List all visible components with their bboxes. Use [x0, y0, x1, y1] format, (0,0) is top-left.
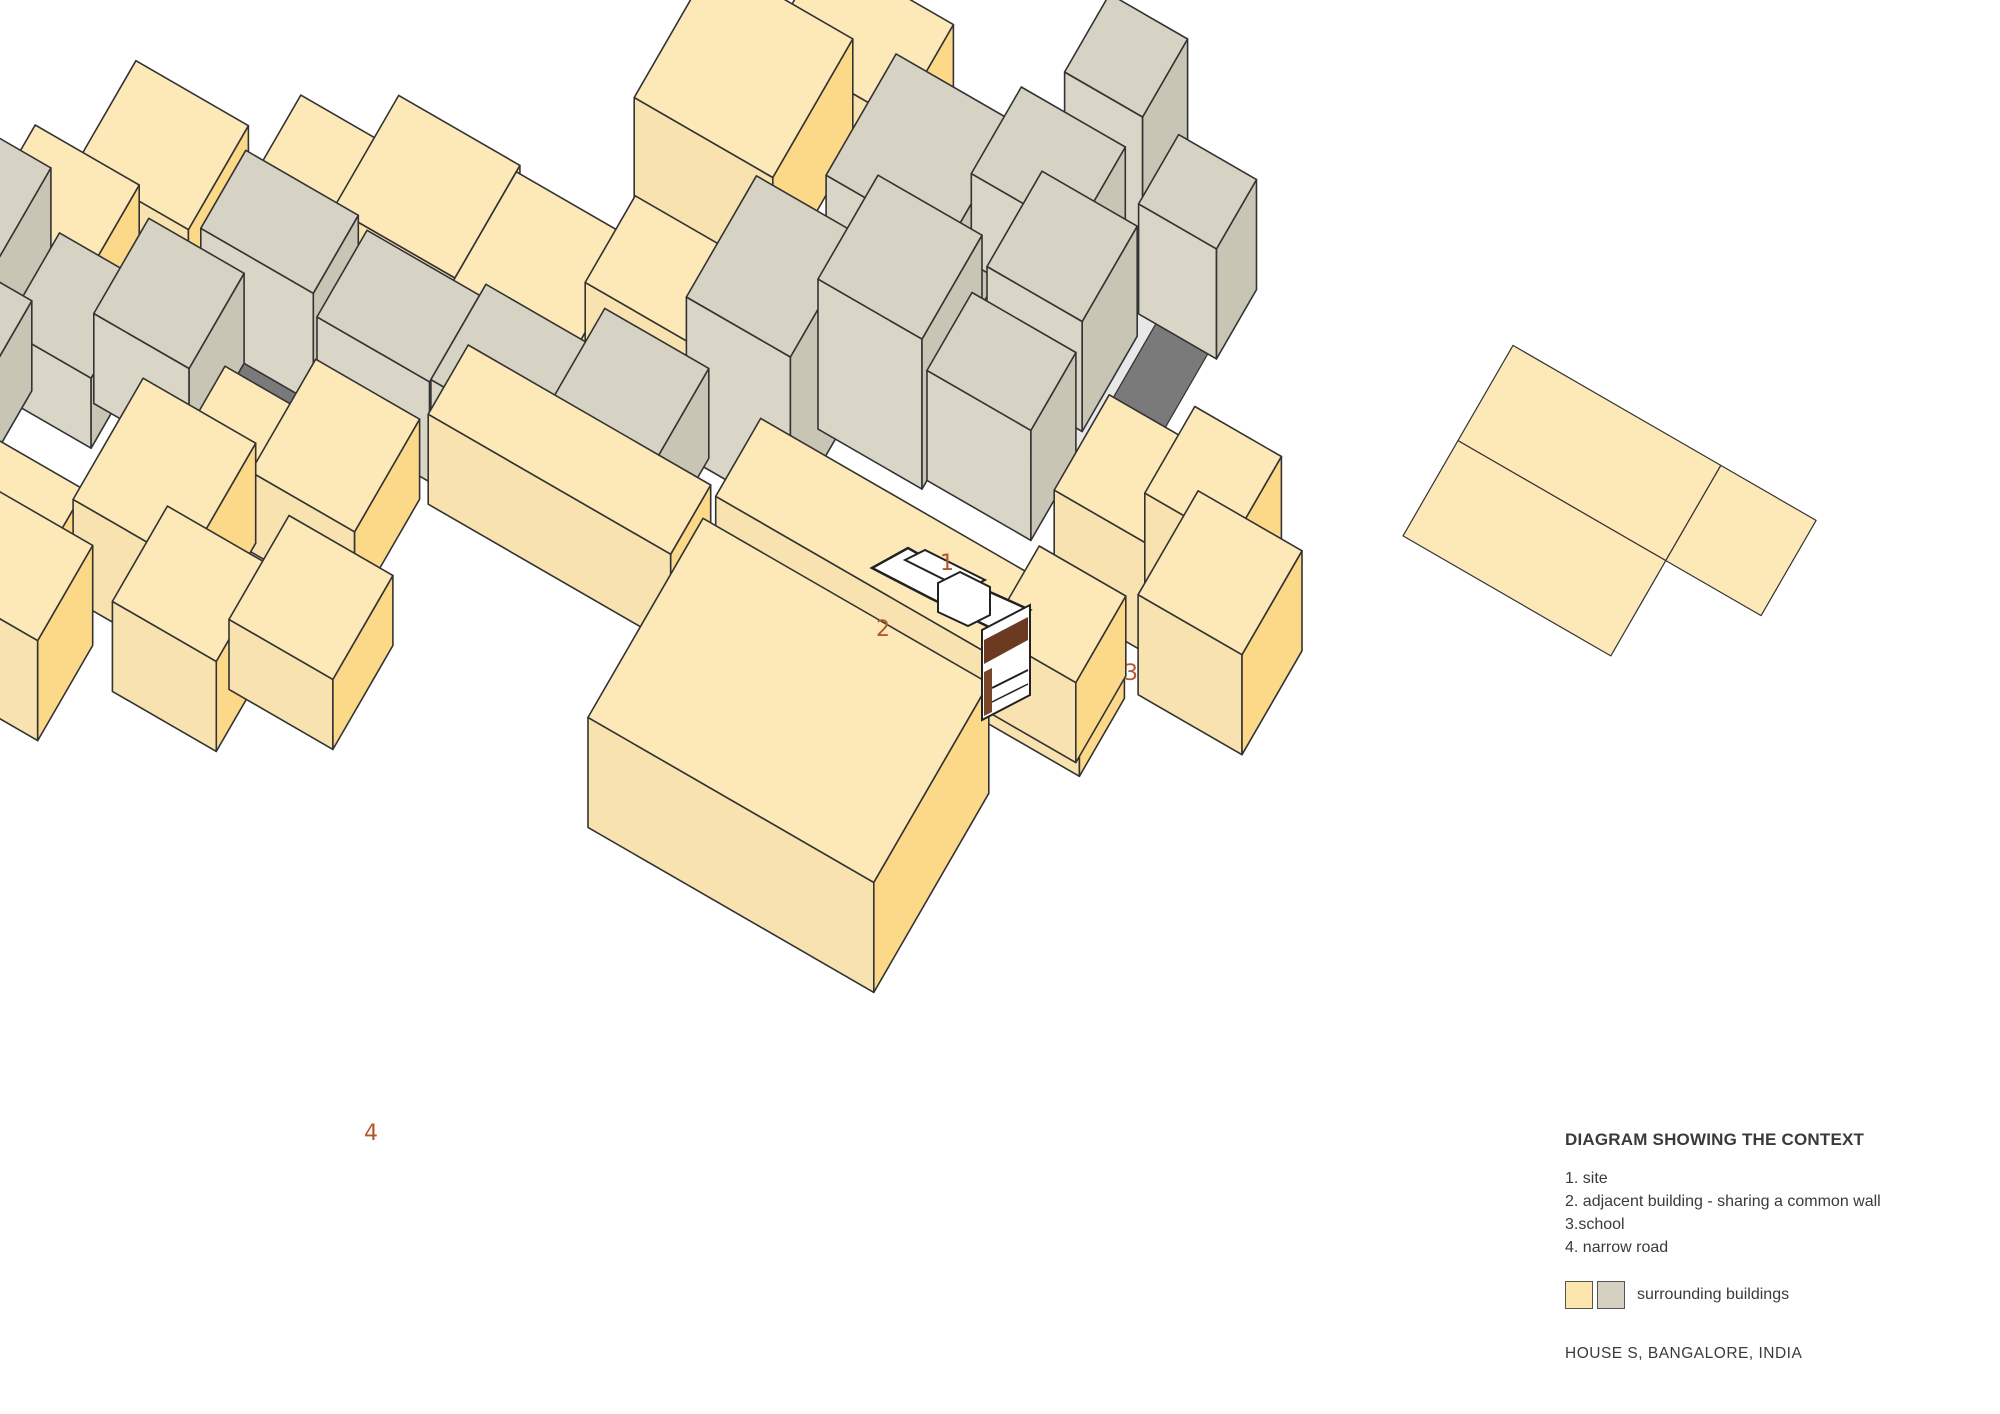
site-house — [869, 546, 1033, 722]
site-facade-wood — [984, 617, 1028, 664]
building-3-roof — [986, 170, 1138, 323]
building-5-roof — [633, 0, 854, 179]
credit-line: HOUSE S, BANGALORE, INDIA — [1565, 1345, 1803, 1362]
building-37 — [0, 490, 94, 742]
building-9-roof — [685, 175, 862, 358]
building-0-roof — [1063, 0, 1189, 118]
legend: DIAGRAM SHOWING THE CONTEXT 1. site 2. a… — [1565, 1130, 1995, 1363]
legend-item-road: 4. narrow road — [1565, 1239, 1669, 1256]
legend-item-school: 3.school — [1565, 1216, 1625, 1233]
site-facade-wood-lower — [984, 668, 992, 716]
building-26-roof — [587, 517, 990, 884]
swatch-yellow — [1565, 1281, 1593, 1309]
building-20-roof — [93, 217, 245, 370]
building-34-roof — [228, 514, 394, 681]
site-facade-railing — [991, 669, 1029, 689]
marker-adjacent-building: 2 — [876, 617, 890, 642]
building-7-roof — [817, 174, 983, 340]
swatch-label: surrounding buildings — [1637, 1286, 1790, 1303]
marker-school: 3 — [1124, 661, 1138, 686]
ground-patch-4 — [1665, 464, 1817, 617]
building-34 — [228, 514, 394, 751]
building-29-roof — [1137, 489, 1303, 656]
building-17-roof — [200, 149, 360, 295]
building-8 — [926, 291, 1077, 542]
building-23-side-face — [0, 299, 33, 448]
site-facade-railing-2 — [991, 683, 1029, 703]
site-stair-block — [937, 570, 991, 628]
building-37-roof — [0, 490, 94, 642]
building-1-roof — [1137, 133, 1258, 250]
legend-title: DIAGRAM SHOWING THE CONTEXT — [1565, 1130, 1865, 1149]
building-31-roof — [249, 358, 421, 533]
ground-patch-3 — [1402, 440, 1667, 657]
building-1 — [1137, 133, 1258, 360]
building-22-roof — [0, 137, 52, 258]
building-23-roof — [0, 281, 33, 358]
building-25-roof — [427, 344, 712, 556]
swatch-grey — [1597, 1281, 1625, 1309]
marker-narrow-road: 4 — [364, 1121, 378, 1146]
legend-item-adjacent: 2. adjacent building - sharing a common … — [1565, 1193, 1881, 1210]
legend-item-site: 1. site — [1565, 1170, 1608, 1187]
building-26 — [587, 517, 990, 994]
marker-site: 1 — [940, 551, 954, 576]
buildings-layer — [0, 0, 1303, 994]
building-8-roof — [926, 291, 1077, 432]
building-29 — [1137, 489, 1303, 756]
legend-swatches: surrounding buildings — [1565, 1281, 1995, 1309]
building-16-roof — [316, 229, 481, 383]
building-23 — [0, 281, 33, 448]
